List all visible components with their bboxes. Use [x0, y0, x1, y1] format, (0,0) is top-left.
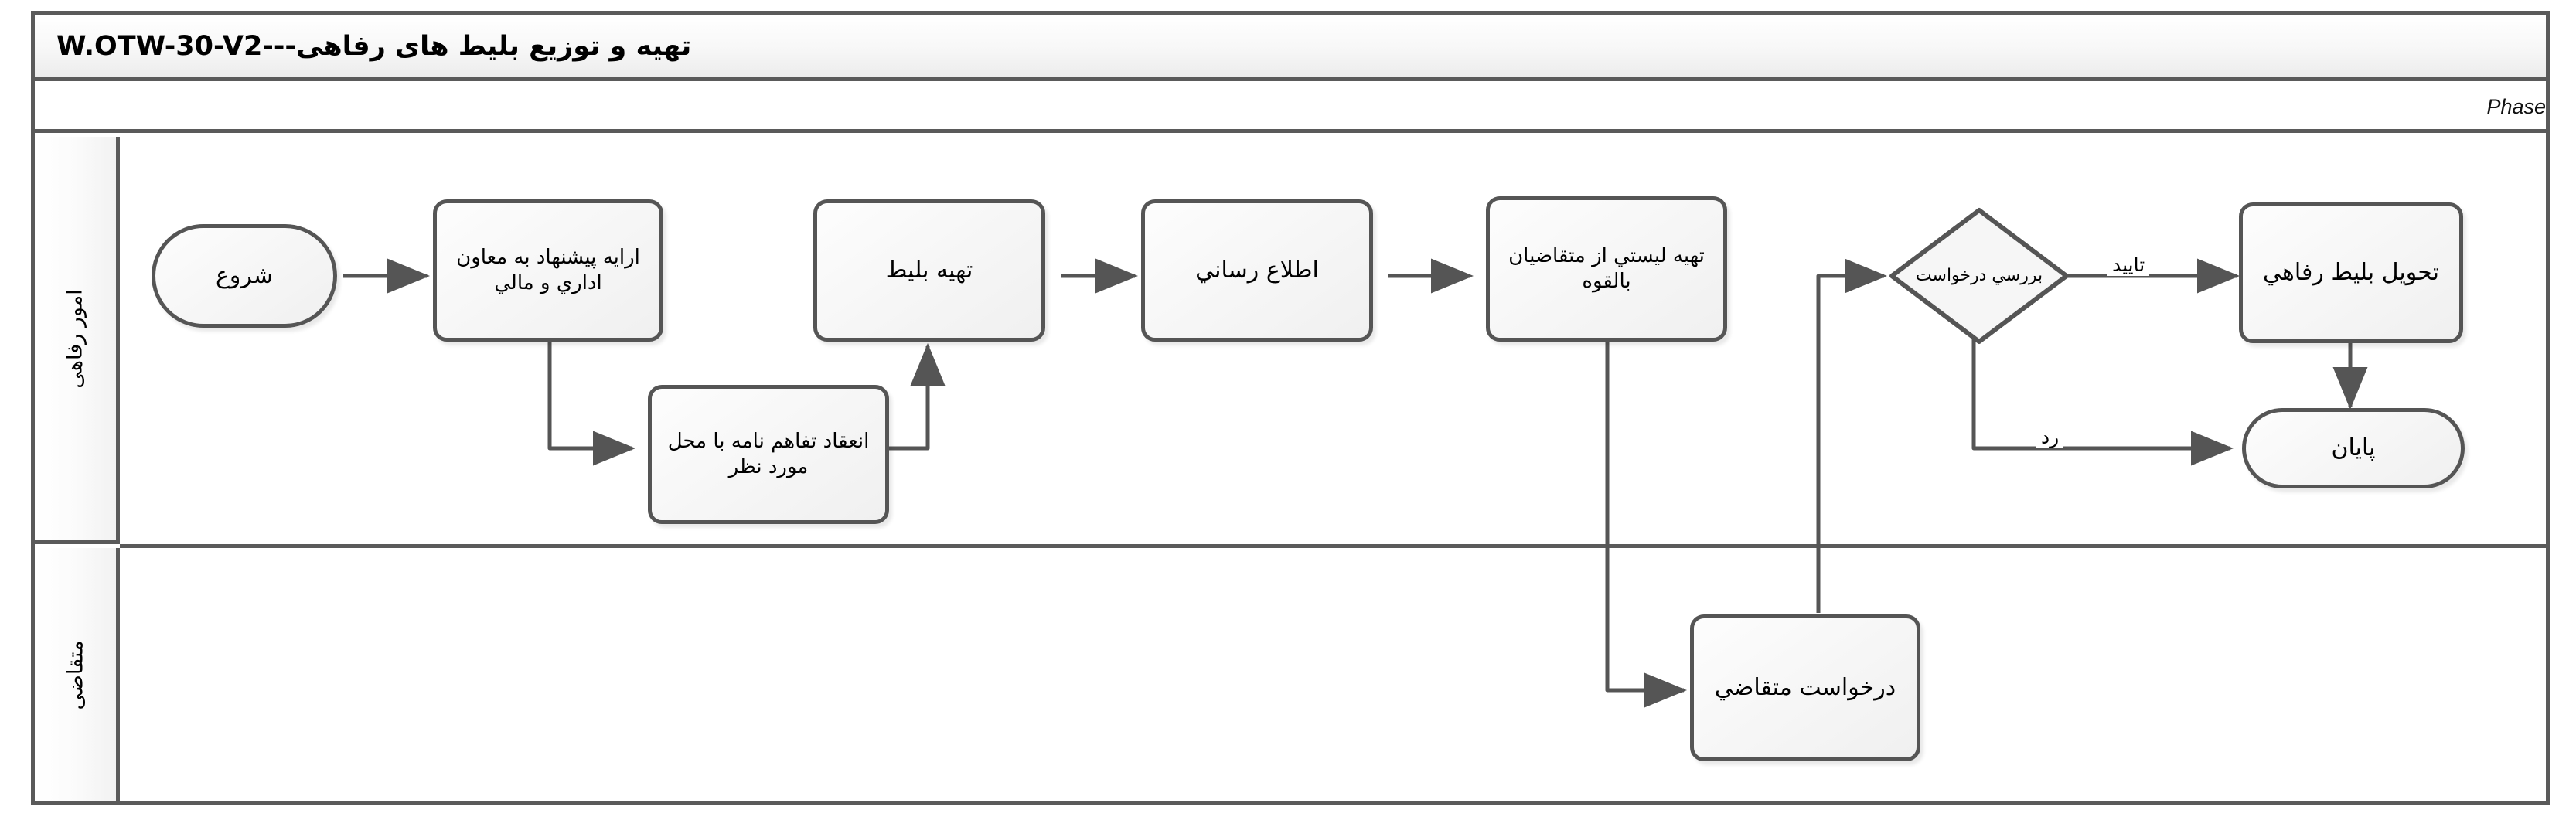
- diagram-title-band: تهیه و توزیع بلیط های رفاهی---W.OTW-30-V…: [35, 15, 2546, 81]
- phase-label: Phase: [2486, 95, 2546, 118]
- node-deliver[interactable]: تحویل بلیط رفاهي: [2239, 202, 2463, 343]
- node-label: بررسي درخواست: [1915, 265, 2043, 285]
- lane-header-applicant: متقاضی: [35, 548, 120, 801]
- node-label: شروع: [215, 261, 274, 289]
- phase-band: Phase: [35, 85, 2546, 133]
- node-start[interactable]: شروع: [152, 224, 337, 328]
- lane-label-text: امور رفاهی: [63, 288, 87, 389]
- diamond-shape: [1889, 208, 2069, 344]
- node-label: درخواست متقاضي: [1714, 673, 1896, 701]
- node-proposal[interactable]: ارایه پیشنهاد به معاون اداري و مالي: [433, 199, 663, 342]
- node-label: انعقاد تفاهم نامه با محل مورد نظر: [667, 429, 870, 478]
- lane-header-welfare: امور رفاهی: [35, 137, 120, 544]
- node-label: تهیه لیستي از متقاضیان بالقوه: [1508, 243, 1705, 293]
- node-mou[interactable]: انعقاد تفاهم نامه با محل مورد نظر: [648, 385, 889, 524]
- node-inform[interactable]: اطلاع رساني: [1141, 199, 1373, 342]
- lane-divider: [120, 544, 2546, 548]
- node-label: پایان: [2331, 434, 2376, 461]
- edge-label-rejected: رد: [2036, 426, 2064, 448]
- lane-label-text: متقاضی: [63, 640, 87, 710]
- node-label: اطلاع رساني: [1195, 256, 1319, 284]
- node-end[interactable]: پایان: [2242, 408, 2465, 488]
- edge-label-approved: تایید: [2107, 254, 2150, 276]
- node-label: تهیه بلیط: [885, 256, 973, 284]
- node-request[interactable]: درخواست متقاضي: [1690, 614, 1920, 761]
- diagram-title: تهیه و توزیع بلیط های رفاهی---W.OTW-30-V…: [56, 30, 692, 62]
- node-label: ارایه پیشنهاد به معاون اداري و مالي: [456, 245, 640, 294]
- node-prepare[interactable]: تهیه بلیط: [813, 199, 1045, 342]
- node-list[interactable]: تهیه لیستي از متقاضیان بالقوه: [1486, 196, 1727, 342]
- node-label: تحویل بلیط رفاهي: [2263, 258, 2439, 286]
- node-review-decision[interactable]: بررسي درخواست: [1886, 205, 2072, 347]
